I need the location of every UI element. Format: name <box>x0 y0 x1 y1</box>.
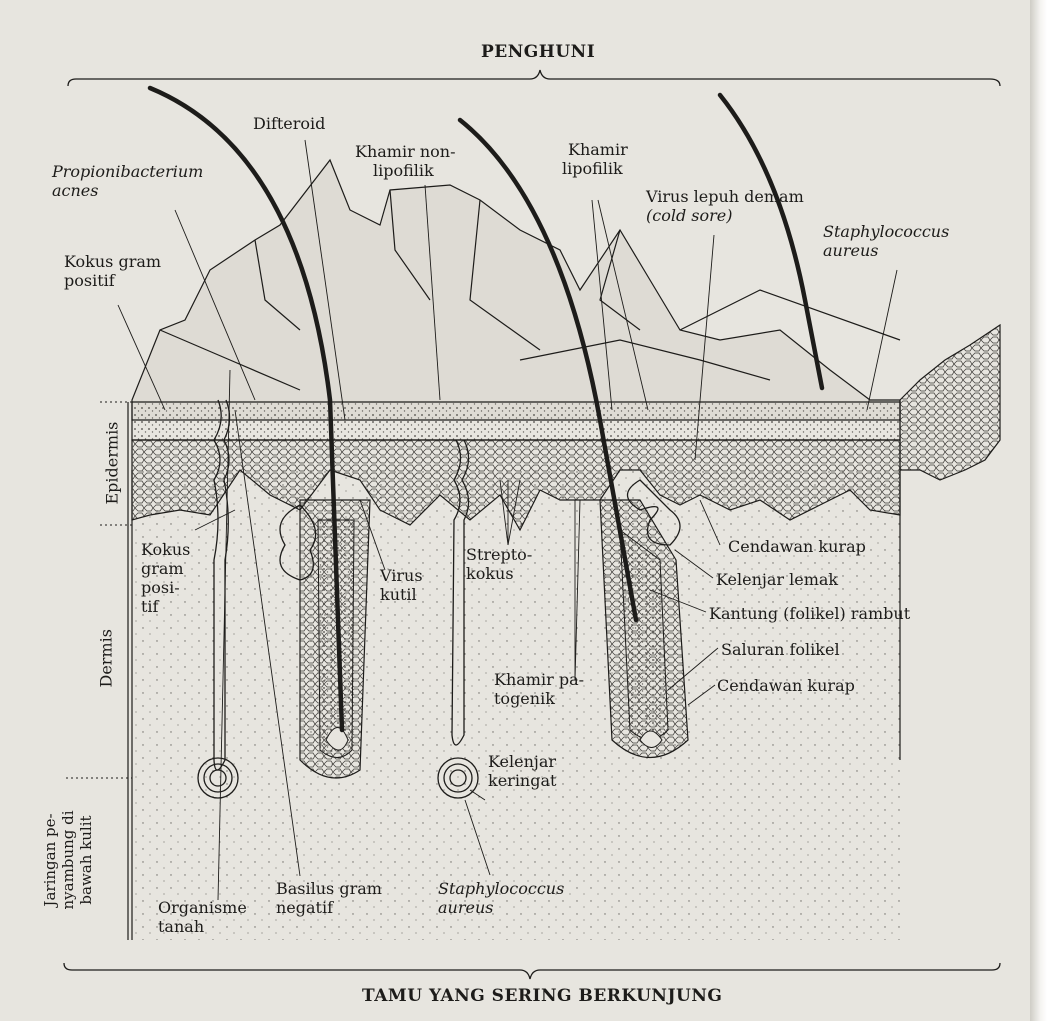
label-streptokokus: Strepto- kokus <box>466 545 532 583</box>
layer-subcutis: Jaringan pe- nyambung di bawah kulit <box>41 785 101 935</box>
label-staph-bottom-line2: aureus <box>438 898 494 917</box>
label-khamir-nonlipofilik: Khamir non- lipofilik <box>355 142 455 180</box>
label-kelenjar-keringat-line2: keringat <box>488 771 557 790</box>
layer-subcutis-line1: Jaringan pe- <box>41 813 59 907</box>
label-khamir-patogenik: Khamir pa- togenik <box>494 670 584 708</box>
label-organisme-tanah: Organisme tanah <box>158 898 247 936</box>
label-basilus-line2: negatif <box>276 898 334 917</box>
label-virus-kutil: Virus kutil <box>380 566 423 604</box>
label-khamir-lipofilik-line1: Khamir <box>568 140 628 159</box>
label-kokus-side-line1: Kokus <box>141 540 191 559</box>
label-kelenjar-keringat: Kelenjar keringat <box>488 752 556 790</box>
label-kokus-side-line3: posi- <box>141 578 180 597</box>
epidermis-lower <box>131 439 901 532</box>
label-virus-lepuh-line2: (cold sore) <box>646 206 733 225</box>
label-khamir-patogenik-line2: togenik <box>494 689 555 708</box>
label-khamir-nonlipofilik-line1: Khamir non- <box>355 142 456 161</box>
layer-markers <box>66 401 132 779</box>
label-staph-bottom: Staphylococcus aureus <box>438 879 564 917</box>
label-staph-top-line2: aureus <box>823 241 879 260</box>
label-saluran-folikel: Saluran folikel <box>721 640 840 659</box>
label-virus-kutil-line1: Virus <box>380 566 423 585</box>
label-kelenjar-keringat-line1: Kelenjar <box>488 752 557 771</box>
hairs <box>147 85 825 733</box>
label-difteroid: Difteroid <box>253 114 326 133</box>
sweat-gland-right <box>437 439 479 799</box>
label-cendawan-kurap-2: Cendawan kurap <box>717 676 855 695</box>
label-kokus-side-line4: tif <box>141 597 159 616</box>
label-basilus-gram-negatif: Basilus gram negatif <box>276 879 382 917</box>
leader-lines <box>117 139 898 901</box>
label-virus-lepuh: Virus lepuh demam (cold sore) <box>646 187 804 225</box>
label-kokus-side-line2: gram <box>141 559 184 578</box>
layer-subcutis-line3: bawah kulit <box>77 815 95 905</box>
label-staph-bottom-line1: Staphylococcus <box>438 879 565 898</box>
label-virus-kutil-line2: kutil <box>380 585 417 604</box>
layer-subcutis-line2: nyambung di <box>59 810 77 910</box>
header-visitors: TAMU YANG SERING BERKUNJUNG <box>362 986 723 1006</box>
label-kelenjar-lemak: Kelenjar lemak <box>716 570 839 589</box>
sweat-gland-left <box>197 399 239 799</box>
bottom-bracket <box>63 962 1001 980</box>
dermis-block <box>131 470 902 940</box>
label-propionibacterium: Propionibacterium acnes <box>52 162 203 200</box>
hair-follicle-right <box>599 499 689 759</box>
label-basilus-line1: Basilus gram <box>276 879 382 898</box>
label-virus-lepuh-line1: Virus lepuh demam <box>646 187 804 206</box>
label-staph-top-line1: Staphylococcus <box>823 222 950 241</box>
hair-follicle-left <box>299 499 371 779</box>
epidermis-upper <box>131 401 901 441</box>
label-kantung-folikel: Kantung (folikel) rambut <box>709 604 911 623</box>
skin-right-edge <box>899 323 1001 481</box>
label-khamir-lipofilik-line2: lipofilik <box>562 159 623 178</box>
header-residents: PENGHUNI <box>481 42 596 62</box>
top-bracket <box>67 69 1001 87</box>
label-streptokokus-line2: kokus <box>466 564 514 583</box>
sebaceous-gland-left <box>279 504 317 581</box>
label-organisme-tanah-line2: tanah <box>158 917 205 936</box>
label-kokus-top: Kokus gram positif <box>64 252 161 290</box>
label-kokus-top-line2: positif <box>64 271 115 290</box>
label-khamir-patogenik-line1: Khamir pa- <box>494 670 585 689</box>
label-propionibacterium-line1: Propionibacterium <box>52 162 204 181</box>
label-propionibacterium-line2: acnes <box>52 181 99 200</box>
label-cendawan-kurap-1: Cendawan kurap <box>728 537 866 556</box>
sebaceous-gland-right <box>626 479 681 546</box>
label-staph-top: Staphylococcus aureus <box>823 222 949 260</box>
label-khamir-nonlipofilik-line2: lipofilik <box>373 161 434 180</box>
label-kokus-top-line1: Kokus gram <box>64 252 162 271</box>
layer-epidermis: Epidermis <box>102 421 122 505</box>
page-edge <box>1030 0 1047 1021</box>
layer-dermis: Dermis <box>96 629 116 688</box>
label-kokus-side: Kokus gram posi- tif <box>141 540 190 616</box>
label-organisme-tanah-line1: Organisme <box>158 898 247 917</box>
label-streptokokus-line1: Strepto- <box>466 545 533 564</box>
label-khamir-lipofilik: Khamir lipofilik <box>562 140 628 178</box>
